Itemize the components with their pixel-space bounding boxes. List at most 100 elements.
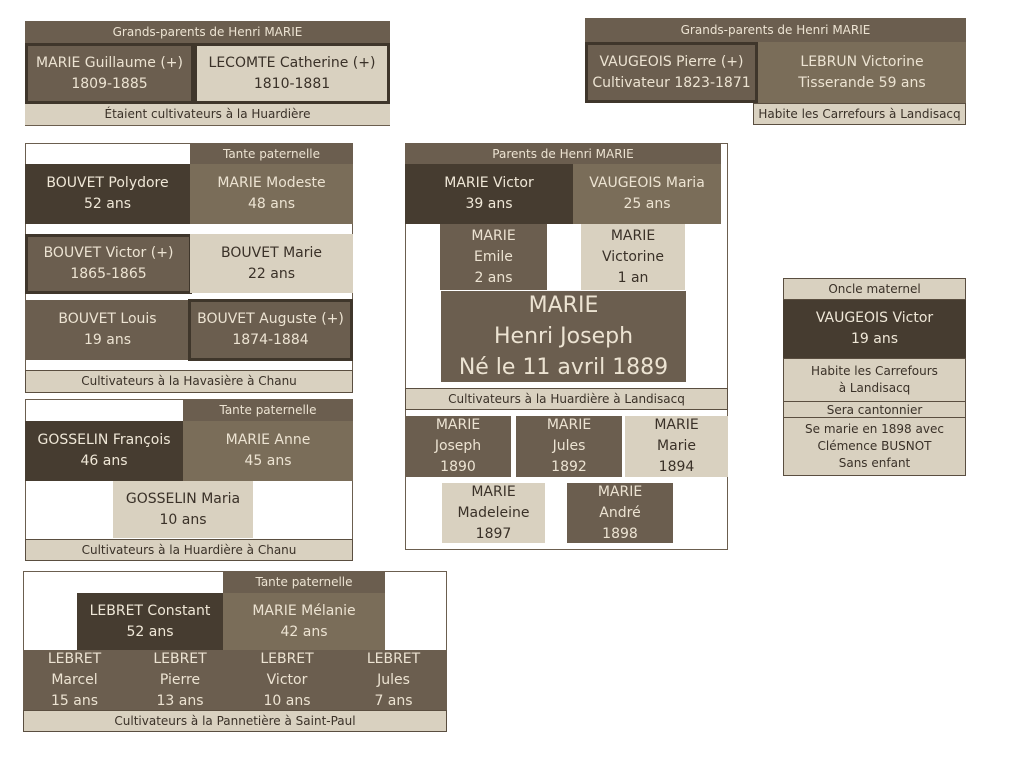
name: LEBRUN Victorine <box>800 53 924 70</box>
person-marie-modeste: MARIE Modeste 48 ans <box>190 164 353 224</box>
name: VAUGEOIS Pierre (+) <box>599 53 744 70</box>
surname: MARIE <box>471 483 516 500</box>
age: 13 ans <box>156 692 204 709</box>
header-text: Tante paternelle <box>222 146 321 161</box>
name: MARIE Anne <box>225 432 311 448</box>
age: 52 ans <box>83 196 131 212</box>
marriage-line: Se marie en 1898 avec <box>805 422 944 436</box>
dates: 1810-1881 <box>253 75 331 92</box>
person-marie-guillaume: MARIE Guillaume (+) 1809-1885 <box>25 43 194 104</box>
group-header: Tante paternelle <box>223 571 385 593</box>
footer-text: Cultivateurs à la Havasière à Chanu <box>81 374 297 388</box>
year: 1890 <box>440 459 476 475</box>
surname: MARIE <box>471 227 516 244</box>
person-bouvet-marie: BOUVET Marie 22 ans <box>190 234 353 293</box>
age: 46 ans <box>80 453 128 469</box>
age: 7 ans <box>374 692 413 709</box>
name: BOUVET Marie <box>221 244 322 261</box>
age: 1 an <box>617 269 649 286</box>
firstname: Marie <box>657 438 696 454</box>
person-marie-henri-joseph: MARIE Henri Joseph Né le 11 avril 1889 <box>441 291 686 382</box>
name: LEBRET Constant <box>89 602 211 619</box>
footer-text: Cultivateurs à la Huardière à Chanu <box>81 542 297 557</box>
age: 22 ans <box>247 265 295 282</box>
firstname: André <box>599 504 641 521</box>
surname: MARIE <box>597 483 643 500</box>
group-header: Tante paternelle <box>183 399 353 421</box>
name: MARIE Modeste <box>217 175 326 191</box>
group-header: Grands-parents de Henri MARIE <box>585 18 966 42</box>
dates: 1865-1865 <box>70 266 147 282</box>
marriage-line: Sans enfant <box>838 456 911 470</box>
residence-line: Habite les Carrefours <box>811 364 938 378</box>
surname: LEBRET <box>153 650 207 667</box>
name: BOUVET Victor (+) <box>43 245 174 261</box>
person-marie-victor: MARIE Victor 39 ans <box>405 164 573 224</box>
footer-text: Habite les Carrefours à Landisacq <box>758 106 961 121</box>
name: MARIE Victor <box>444 175 534 191</box>
age: 42 ans <box>280 623 328 640</box>
header-text: Tante paternelle <box>255 575 353 589</box>
birth: Né le 11 avril 1889 <box>458 355 669 380</box>
surname: LEBRET <box>260 650 314 667</box>
age: 48 ans <box>247 196 295 212</box>
group-footer: Cultivateurs à la Havasière à Chanu <box>25 370 353 393</box>
name: BOUVET Polydore <box>46 175 169 191</box>
year: 1894 <box>658 459 695 475</box>
firstname: Jules <box>377 671 410 688</box>
group-footer: Habite les Carrefours à Landisacq <box>753 103 966 125</box>
person-vaugeois-pierre: VAUGEOIS Pierre (+)Cultivateur 1823-1871 <box>585 42 758 103</box>
header-text: Grands-parents de Henri MARIE <box>680 23 871 37</box>
name: VAUGEOIS Maria <box>589 175 705 191</box>
dates: 1809-1885 <box>71 75 148 92</box>
age: 15 ans <box>50 692 98 709</box>
group-header: Grands-parents de Henri MARIE <box>25 21 390 43</box>
name: GOSSELIN François <box>37 432 171 448</box>
firstname: Pierre <box>159 671 201 688</box>
age: 45 ans <box>244 453 292 469</box>
name: MARIE Guillaume (+) <box>35 54 183 71</box>
year: 1897 <box>475 525 512 542</box>
surname: MARIE <box>528 293 599 318</box>
name: BOUVET Auguste (+) <box>197 311 344 327</box>
header-text: Oncle maternel <box>828 281 921 296</box>
group-footer: Cultivateurs à la Huardière à Chanu <box>25 539 353 561</box>
occupation-text: Sera cantonnier <box>826 402 923 417</box>
footer-text: Étaient cultivateurs à la Huardière <box>104 107 311 121</box>
name: LECOMTE Catherine (+) <box>208 54 376 71</box>
firstname: Henri Joseph <box>493 324 634 349</box>
surname: MARIE <box>546 417 592 433</box>
age: 19 ans <box>850 331 898 347</box>
person-gosselin-francois: GOSSELIN François 46 ans <box>25 421 183 481</box>
dates: 1874-1884 <box>232 332 309 348</box>
age: 2 ans <box>474 269 513 286</box>
occupation-note: Sera cantonnier <box>783 401 966 418</box>
person-vaugeois-victor: VAUGEOIS Victor 19 ans <box>783 300 966 358</box>
firstname: Madeleine <box>457 504 530 521</box>
group-footer: Étaient cultivateurs à la Huardière <box>25 104 390 125</box>
group-footer: Cultivateurs à la Huardière à Landisacq <box>405 388 728 410</box>
name: VAUGEOIS Victor <box>815 310 934 326</box>
surname: LEBRET <box>47 650 102 667</box>
age: 39 ans <box>465 196 513 212</box>
firstname: Victor <box>266 671 308 688</box>
year: 1898 <box>602 525 638 542</box>
year: 1892 <box>551 459 587 475</box>
person-marie-anne: MARIE Anne 45 ans <box>183 421 353 481</box>
header-text: Grands-parents de Henri MARIE <box>112 25 303 39</box>
age: 52 ans <box>126 623 174 640</box>
surname: MARIE <box>610 227 656 244</box>
footer-text: Cultivateurs à la Pannetière à Saint-Pau… <box>114 713 356 728</box>
group-header: Parents de Henri MARIE <box>405 143 721 164</box>
age: 25 ans <box>623 196 671 212</box>
person-lecomte-catherine: LECOMTE Catherine (+) 1810-1881 <box>194 43 390 104</box>
